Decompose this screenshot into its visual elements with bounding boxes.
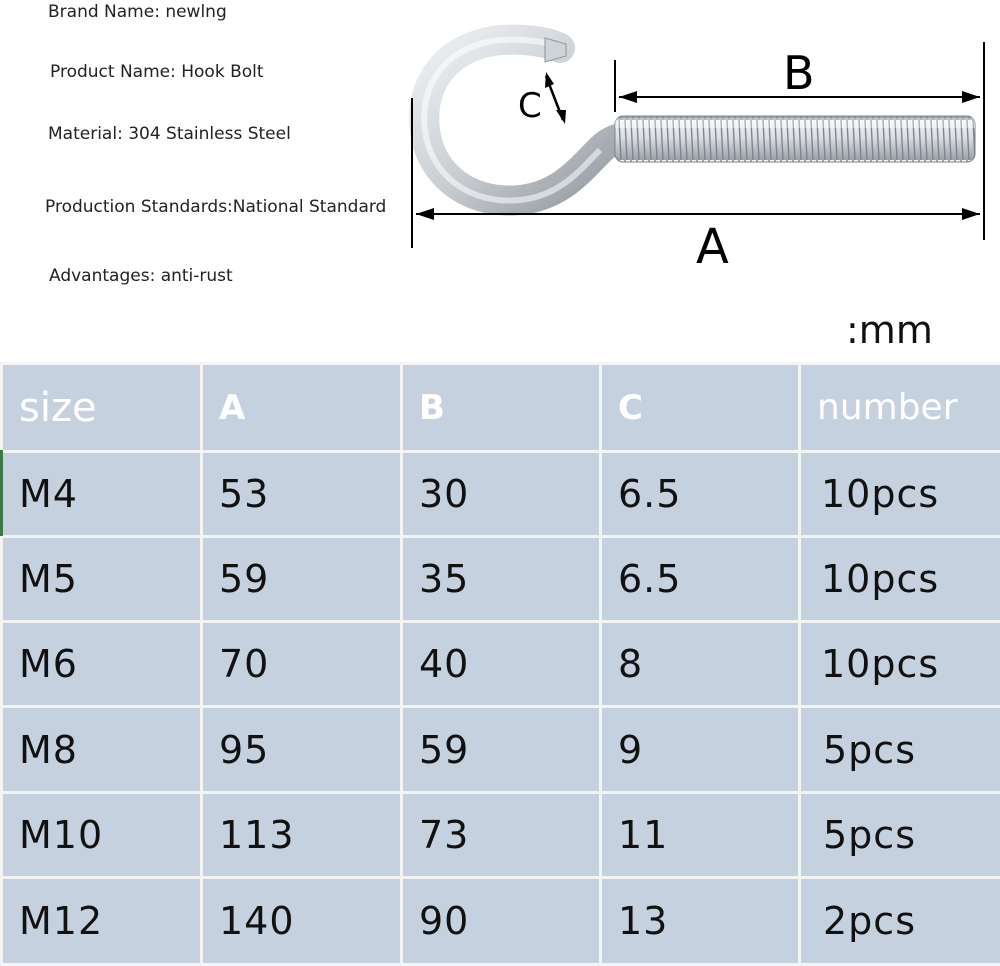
table-cell-b: 30 [403, 453, 599, 535]
production-standard-text: Production Standards:National Standard [45, 197, 387, 217]
table-cell-a: 70 [203, 623, 400, 705]
table-cell-size: M4 [3, 453, 200, 535]
header-number: number [801, 365, 1000, 450]
header-a: A [203, 365, 400, 450]
row-selection-marker [0, 450, 3, 536]
table-cell-a: 113 [203, 794, 400, 876]
table-cell-number: 5pcs [801, 794, 1000, 876]
table-cell-a: 95 [203, 708, 400, 791]
table-cell-size: M5 [3, 538, 200, 620]
size-table: size A B C number M4 53 30 6.5 10pcs M5 … [0, 362, 1000, 966]
header-size: size [3, 365, 200, 450]
table-cell-size: M6 [3, 623, 200, 705]
table-cell-a: 140 [203, 879, 400, 963]
hook-bolt-image [409, 24, 976, 216]
table-cell-number: 10pcs [801, 623, 1000, 705]
advantages-text: Advantages: anti-rust [49, 266, 233, 286]
product-name-text: Product Name: Hook Bolt [50, 62, 264, 82]
table-cell-a: 53 [203, 453, 400, 535]
table-cell-c: 6.5 [602, 538, 798, 620]
dimension-c-label: C [518, 86, 542, 126]
dimension-a-label: A [696, 219, 729, 275]
table-cell-number: 5pcs [801, 708, 1000, 791]
table-cell-c: 11 [602, 794, 798, 876]
table-cell-c: 9 [602, 708, 798, 791]
material-text: Material: 304 Stainless Steel [48, 124, 291, 144]
table-cell-number: 10pcs [801, 453, 1000, 535]
table-cell-b: 73 [403, 794, 599, 876]
table-cell-a: 59 [203, 538, 400, 620]
hook-bolt-diagram: A B C [409, 24, 985, 275]
table-cell-c: 8 [602, 623, 798, 705]
table-cell-size: M10 [3, 794, 200, 876]
table-cell-b: 59 [403, 708, 599, 791]
table-cell-b: 90 [403, 879, 599, 963]
table-cell-number: 2pcs [801, 879, 1000, 963]
table-cell-c: 6.5 [602, 453, 798, 535]
table-cell-number: 10pcs [801, 538, 1000, 620]
dimension-b-label: B [783, 46, 815, 100]
brand-name-text: Brand Name: newlng [48, 2, 227, 22]
unit-label: :mm [846, 308, 933, 352]
table-cell-size: M12 [3, 879, 200, 963]
table-cell-size: M8 [3, 708, 200, 791]
table-cell-b: 35 [403, 538, 599, 620]
table-cell-c: 13 [602, 879, 798, 963]
header-c: C [602, 365, 798, 450]
header-b: B [403, 365, 599, 450]
table-cell-b: 40 [403, 623, 599, 705]
